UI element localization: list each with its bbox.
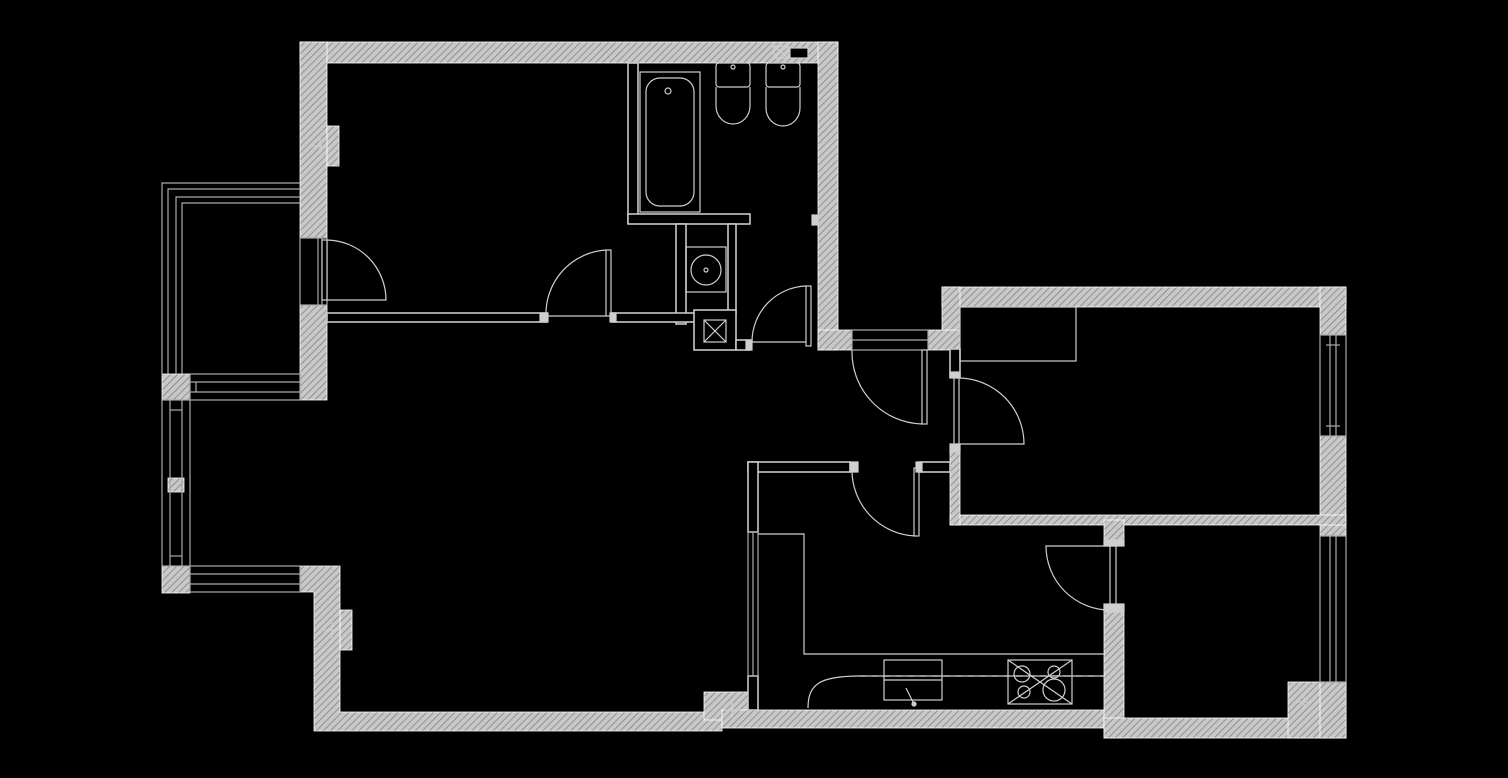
window-entry [851,329,929,351]
bay-pier-mid [167,477,185,493]
outlet-icon [312,138,328,154]
wall-west-upper [299,41,328,239]
partition-wc-east [727,223,737,315]
wall-east-stub [927,329,961,351]
bidet-icon [765,62,801,127]
window-living-west [161,399,191,567]
wall-bedroom-west [949,451,961,526]
bay-pier-top [161,373,191,401]
partition-kitchen-west [747,461,759,533]
bay-pier-bottom [161,565,191,594]
door-southeast-bedroom[interactable] [1045,539,1125,613]
partition-wc-west [675,223,687,325]
door-wc[interactable] [745,285,812,351]
wall-kitchen-south [721,709,1109,729]
door-bath-jamb [811,214,819,226]
ventilation-shaft-icon [703,319,727,343]
window-kitchen-west [747,531,759,677]
door-bedroom-balcony[interactable] [321,239,387,301]
doors [321,214,1125,613]
windows [161,182,1347,683]
outlet-icon [324,622,340,638]
door-bedroom[interactable] [539,249,617,323]
partition-kitchen-north-east [919,461,951,473]
wall-niche-living [339,609,353,651]
door-kitchen[interactable] [849,461,923,537]
outlet-icon [724,702,740,718]
wall-east-top [941,286,1347,308]
window-east-bedroom [1319,334,1347,437]
wall-southeast-east [1319,681,1347,739]
window-bay-upper [161,182,300,374]
door-east-bedroom[interactable] [949,371,1025,453]
wall-niche-north [326,125,340,167]
wall-living-southwest [299,565,723,732]
door-entry[interactable] [851,349,928,425]
outlet-markers [312,138,1312,718]
vent-marker-icon [773,45,809,59]
washbasin-icon [685,246,727,293]
bathtub-icon [639,71,701,213]
window-living-south [189,565,301,593]
partition-shaft [693,309,737,351]
window-living-north [189,373,301,401]
wardrobe-east-bedroom [959,306,1077,362]
partition-bath-south [627,213,751,225]
walls [161,41,1347,739]
cooktop-icon [1007,659,1073,705]
wall-west-pier [299,304,328,401]
wall-east-outer-upper [1319,286,1347,336]
window-southeast-bedroom [1319,535,1347,683]
wall-north-east [817,41,839,351]
partition-kitchen-north [747,461,851,473]
outlet-icon [1296,694,1312,710]
partition-bath-west [627,62,639,224]
partition-hall-north [611,312,697,323]
partition-kitchen-west-lower [747,675,759,711]
wall-entry-stub [817,329,853,351]
partitions [326,62,961,711]
sink-icon [883,659,943,707]
toilet-icon [715,62,751,125]
partition-bedroom-south [326,312,548,323]
wall-bedroom-divider [949,514,1347,526]
kitchen-counter [758,533,1104,709]
fixtures [639,45,1104,709]
wall-north-top [299,41,839,64]
